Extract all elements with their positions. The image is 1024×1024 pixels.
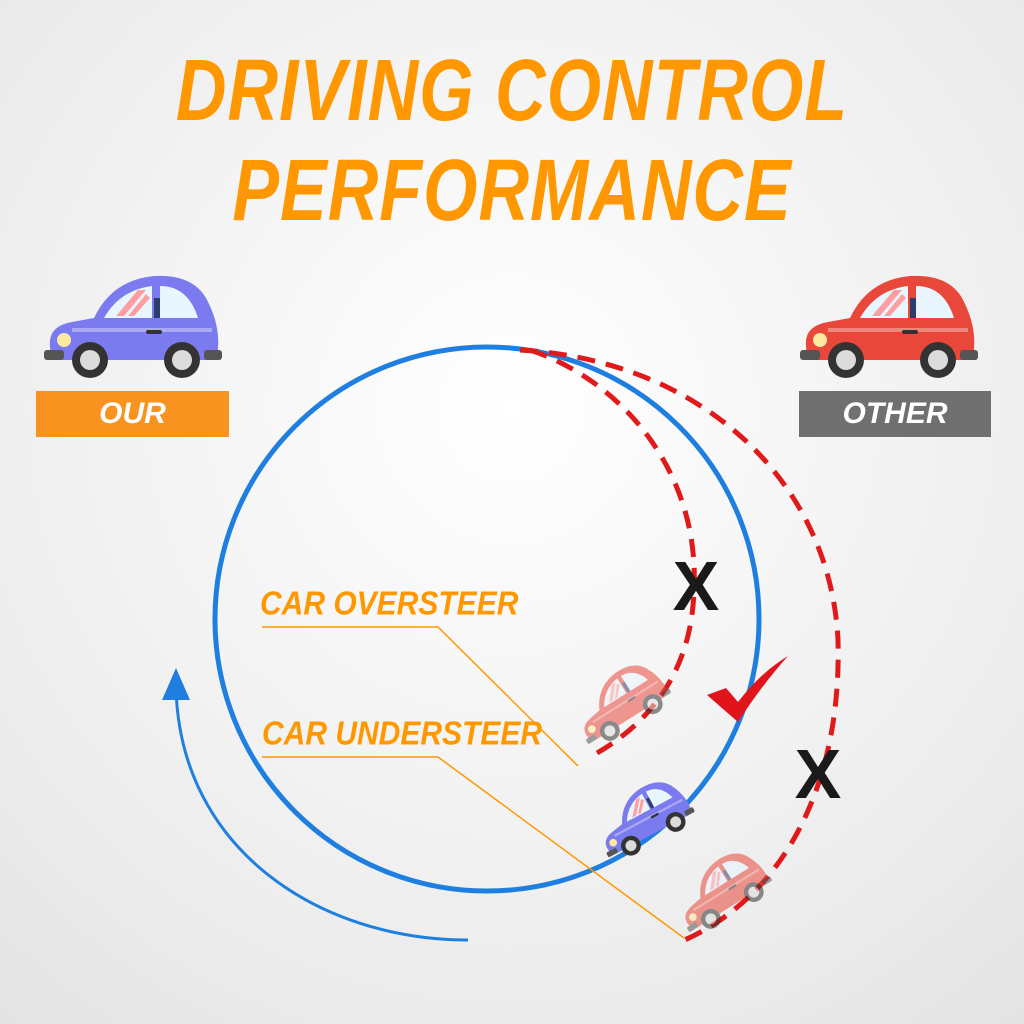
page-title: DRIVING CONTROL PERFORMANCE [175,41,849,239]
oversteer-annotation: CAR OVERSTEER [260,586,519,623]
our-car-icon [44,275,222,378]
other-label: OTHER [799,391,991,437]
arrow-head [162,668,190,700]
understeer-path [519,347,841,945]
understeer-car-icon [664,841,778,941]
oversteer-car-icon [563,653,677,753]
other-car-icon [800,275,978,378]
track-circle [212,344,762,894]
our-track-car-icon [586,770,700,867]
our-label: OUR [36,391,229,437]
understeer-fail-mark: X [795,735,842,813]
oversteer-leader [262,626,579,767]
check-mark-icon [707,656,788,722]
direction-arrow-icon [174,687,469,942]
understeer-annotation: CAR UNDERSTEER [262,716,543,753]
understeer-leader [262,756,685,939]
oversteer-fail-mark: X [673,547,720,625]
